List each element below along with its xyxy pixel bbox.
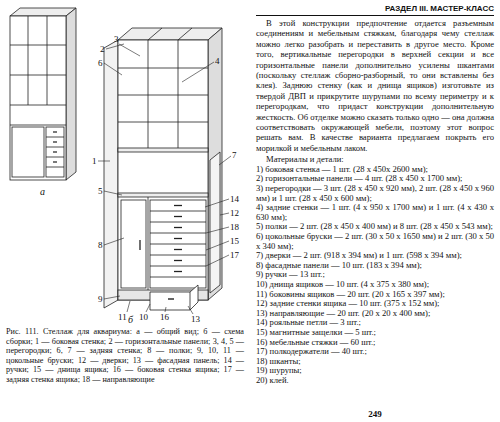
callout-number: 14 [230,194,239,204]
text-column: РАЗДЕЛ III. МАСТЕР-КЛАСС В этой конструкц… [256,4,494,386]
callout-number: 9 [98,294,103,304]
list-heading: Материалы и детали: [256,155,494,165]
callout-number: 11 [118,312,127,322]
callout-number: 2 [100,44,105,54]
drawer-stroke [46,157,64,158]
callout-number: 1 [92,156,97,166]
list-item: 12) задние стенки ящика — 10 шт. (375 x … [256,299,494,309]
callout-number: 17 [230,250,239,260]
callout-number: 13 [191,314,200,324]
callout-number: 12 [230,208,239,218]
list-item: 15) магнитные защелки — 5 шт.; [256,328,494,338]
list-item: 10) днища ящиков — 10 шт. (4 x 375 x 380… [256,280,494,290]
assembly-scheme [104,28,222,310]
body-paragraph: В этой конструкции предпочтение отдается… [256,18,494,153]
drawer-stroke [174,227,182,228]
list-item: 11) боковины ящиков — 20 шт. (20 x 165 x… [256,290,494,300]
callout-number: 15 [230,236,239,246]
drawer-stroke [53,151,57,152]
callout-number: 3 [114,34,119,44]
drawer-stroke [150,222,206,223]
list-item: 17) полкодержатели — 40 шт.; [256,347,494,357]
drawer-stroke [53,131,57,132]
drawer-stroke [46,167,64,168]
drawer-stroke [174,205,182,206]
page-number: 249 [256,409,494,419]
list-item: 1) боковая стенка — 1 шт. (28 x 450x 260… [256,165,494,175]
list-item: 8) фасадные панели — 10 шт. (183 x 394 м… [256,261,494,271]
callout-number: 6 [98,58,103,68]
drawer-stroke [174,249,182,250]
general-view [10,8,76,180]
figure-letter: б [128,314,133,325]
drawer-stroke [46,147,64,148]
list-item: 6) цокольные бруски — 2 шт. (30 x 50 x 1… [256,232,494,251]
list-item: 18) шканты; [256,357,494,367]
list-item: 20) клей. [256,376,494,386]
drawer-stroke [150,233,206,234]
drawer-stroke [150,266,206,267]
callout-number: 10 [139,312,148,322]
figure-caption: Рис. 111. Стеллаж для аквариума: а — общ… [6,327,244,385]
list-item: 7) дверки — 2 шт. (918 x 394 мм) и 1 шт.… [256,251,494,261]
callout-number: 7 [232,150,237,160]
callout-number: 8 [98,240,103,250]
drawer-stroke [174,216,182,217]
list-item: 14) рояльные петли — 3 шт.; [256,318,494,328]
drawer-stroke [174,260,182,261]
drawer-stroke [174,271,182,272]
list-item: 2) горизонтальные панели — 4 шт. (28 x 4… [256,174,494,184]
running-head: РАЗДЕЛ III. МАСТЕР-КЛАСС [256,4,494,16]
leader-lines [98,44,231,314]
drawer-stroke [150,244,206,245]
drawer-stroke [46,137,64,138]
drawer-stroke [53,141,57,142]
list-item: 16) мебельные стяжки — 60 шт.; [256,338,494,348]
list-item: 4) задние стенки — 1 шт. (4 x 950 x 1700… [256,203,494,222]
figure-letter: а [40,186,45,197]
drawer-stroke [150,277,206,278]
callout-number: 5 [98,186,103,196]
drawer-stroke [139,240,140,250]
list-item: 19) шурупы; [256,366,494,376]
list-item: 3) перегородки — 3 шт. (28 x 450 x 920 м… [256,184,494,203]
drawer-stroke [150,255,206,256]
drawer-stroke [150,211,206,212]
list-item: 5) полки — 2 шт. (28 x 450 x 400 мм) и 8… [256,222,494,232]
callout-number: 18 [230,222,239,232]
callout-number: 4 [215,56,220,66]
list-item: 9) ручки — 13 шт.; [256,270,494,280]
list-item: 13) направляющие — 20 шт. (20 x 20 x 400… [256,309,494,319]
drawer-stroke [174,238,182,239]
drawer-stroke [53,161,57,162]
callout-number: 16 [160,312,169,322]
